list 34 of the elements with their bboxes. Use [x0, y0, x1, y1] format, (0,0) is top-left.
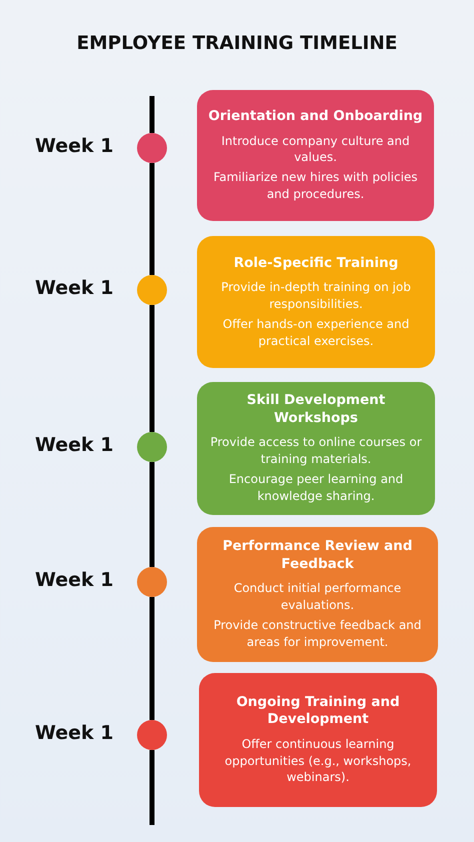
week-label: Week 1 — [35, 569, 114, 591]
timeline-line — [150, 462, 154, 567]
step-description: Provide in-depth training on job responsibilities. — [220, 279, 412, 313]
step-description: Familiarize new hires with policies and procedures. — [212, 169, 419, 203]
week-label: Week 1 — [35, 277, 114, 299]
week-label: Week 1 — [35, 135, 114, 157]
step-card — [199, 673, 437, 807]
step-description: Provide access to online courses or training materials. — [209, 434, 423, 468]
step-description: Introduce company culture and values. — [220, 132, 411, 166]
title: EMPLOYEE TRAINING TIMELINE — [76, 33, 398, 54]
step-description: Conduct initial performance evaluations. — [232, 580, 402, 614]
step-description: Offer hands-on experience and practical exercises. — [222, 316, 410, 350]
step-description: Encourage peer learning and knowledge sharing. — [228, 471, 404, 505]
step-card — [197, 236, 435, 368]
week-label: Week 1 — [35, 434, 114, 456]
timeline-dot — [137, 432, 167, 462]
step-description: Provide constructive feedback and areas for improvement. — [212, 617, 422, 651]
step-heading: Role-Specific Training — [234, 254, 398, 272]
step-heading: Skill Development Workshops — [246, 392, 386, 428]
step-card — [197, 90, 434, 221]
timeline-dot — [137, 133, 167, 163]
timeline-dot — [137, 720, 167, 750]
step-heading: Ongoing Training and Development — [235, 694, 401, 729]
step-card — [197, 382, 435, 515]
step-description: Offer continuous learning opportunities (e.g., workshops, webinars). — [224, 736, 412, 786]
timeline-dot — [137, 567, 167, 597]
step-card — [197, 527, 438, 662]
timeline-line — [150, 597, 154, 720]
timeline-dot — [137, 275, 167, 305]
step-heading: Orientation and Onboarding — [208, 108, 423, 126]
week-label: Week 1 — [35, 722, 114, 744]
timeline-line — [150, 163, 154, 275]
timeline-line — [150, 305, 154, 432]
step-heading: Performance Review and Feedback — [222, 538, 414, 574]
